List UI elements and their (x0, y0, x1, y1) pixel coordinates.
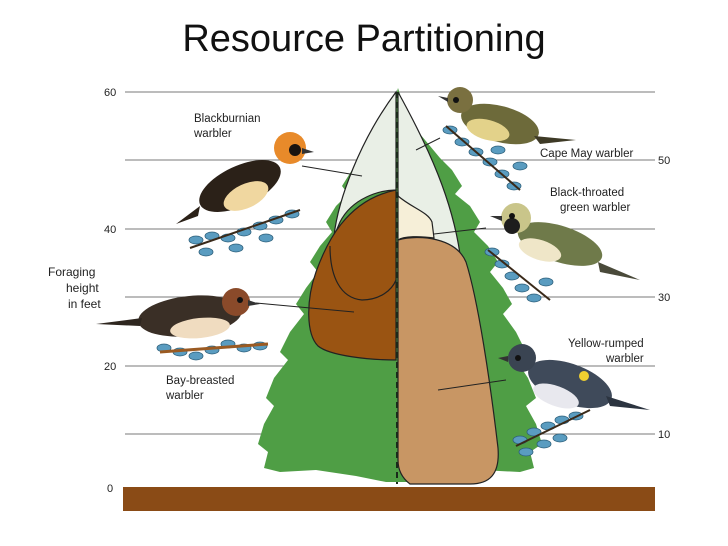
tick-40: 40 (104, 224, 116, 236)
black-throated-label: Black-throated green warbler (550, 187, 630, 214)
tick-30: 30 (658, 292, 670, 304)
yellow-rumped-warbler-illustration (498, 344, 650, 457)
svg-text:Blackburnian: Blackburnian (194, 113, 260, 125)
svg-text:Black-throated: Black-throated (550, 187, 624, 199)
pointer-yellow-rumped (437, 379, 507, 391)
zone-bay-breasted-upper-outline (329, 245, 397, 301)
tick-20: 20 (104, 361, 116, 373)
cape-may-warbler-illustration (438, 87, 576, 191)
tick-50: 50 (658, 155, 670, 167)
pointer-blackburnian (301, 165, 363, 177)
page-title: Resource Partitioning (182, 18, 546, 60)
y-axis-label-line-3: in feet (68, 297, 101, 311)
blackburnian-warbler-illustration (176, 132, 314, 257)
zone-black-throated-green (397, 194, 435, 242)
black-throated-green-warbler-illustration (484, 203, 640, 303)
blackburnian-label: Blackburnian warbler (193, 113, 260, 140)
pointer-lines (255, 137, 507, 391)
zone-yellow-rumped (397, 236, 499, 485)
yellow-rumped-label: Yellow-rumped warbler (568, 338, 644, 365)
y-axis-label-line-2: height (66, 281, 99, 295)
y-axis-label: Foraging height in feet (48, 265, 101, 311)
svg-text:green warbler: green warbler (560, 202, 630, 214)
tick-60: 60 (104, 87, 116, 99)
svg-text:warbler: warbler (605, 353, 644, 365)
branch-leaves-cape-may (442, 125, 528, 191)
svg-text:Bay-breasted: Bay-breasted (166, 375, 234, 387)
svg-text:Yellow-rumped: Yellow-rumped (568, 338, 644, 350)
bay-breasted-label: Bay-breasted warbler (165, 375, 234, 402)
tick-0: 0 (107, 483, 113, 495)
svg-text:warbler: warbler (165, 390, 204, 402)
svg-text:warbler: warbler (193, 128, 232, 140)
zone-bay-breasted (308, 189, 397, 361)
ground (123, 487, 655, 511)
cape-may-label: Cape May warbler (540, 148, 633, 160)
y-axis-label-line-1: Foraging (48, 265, 95, 279)
pointer-bay-breasted (255, 302, 355, 313)
pointer-black-throated (433, 227, 487, 235)
pointer-cape-may (415, 137, 441, 151)
tick-10: 10 (658, 429, 670, 441)
bay-breasted-warbler-illustration (96, 288, 269, 361)
branch-leaves-yellow-rumped (512, 411, 584, 457)
